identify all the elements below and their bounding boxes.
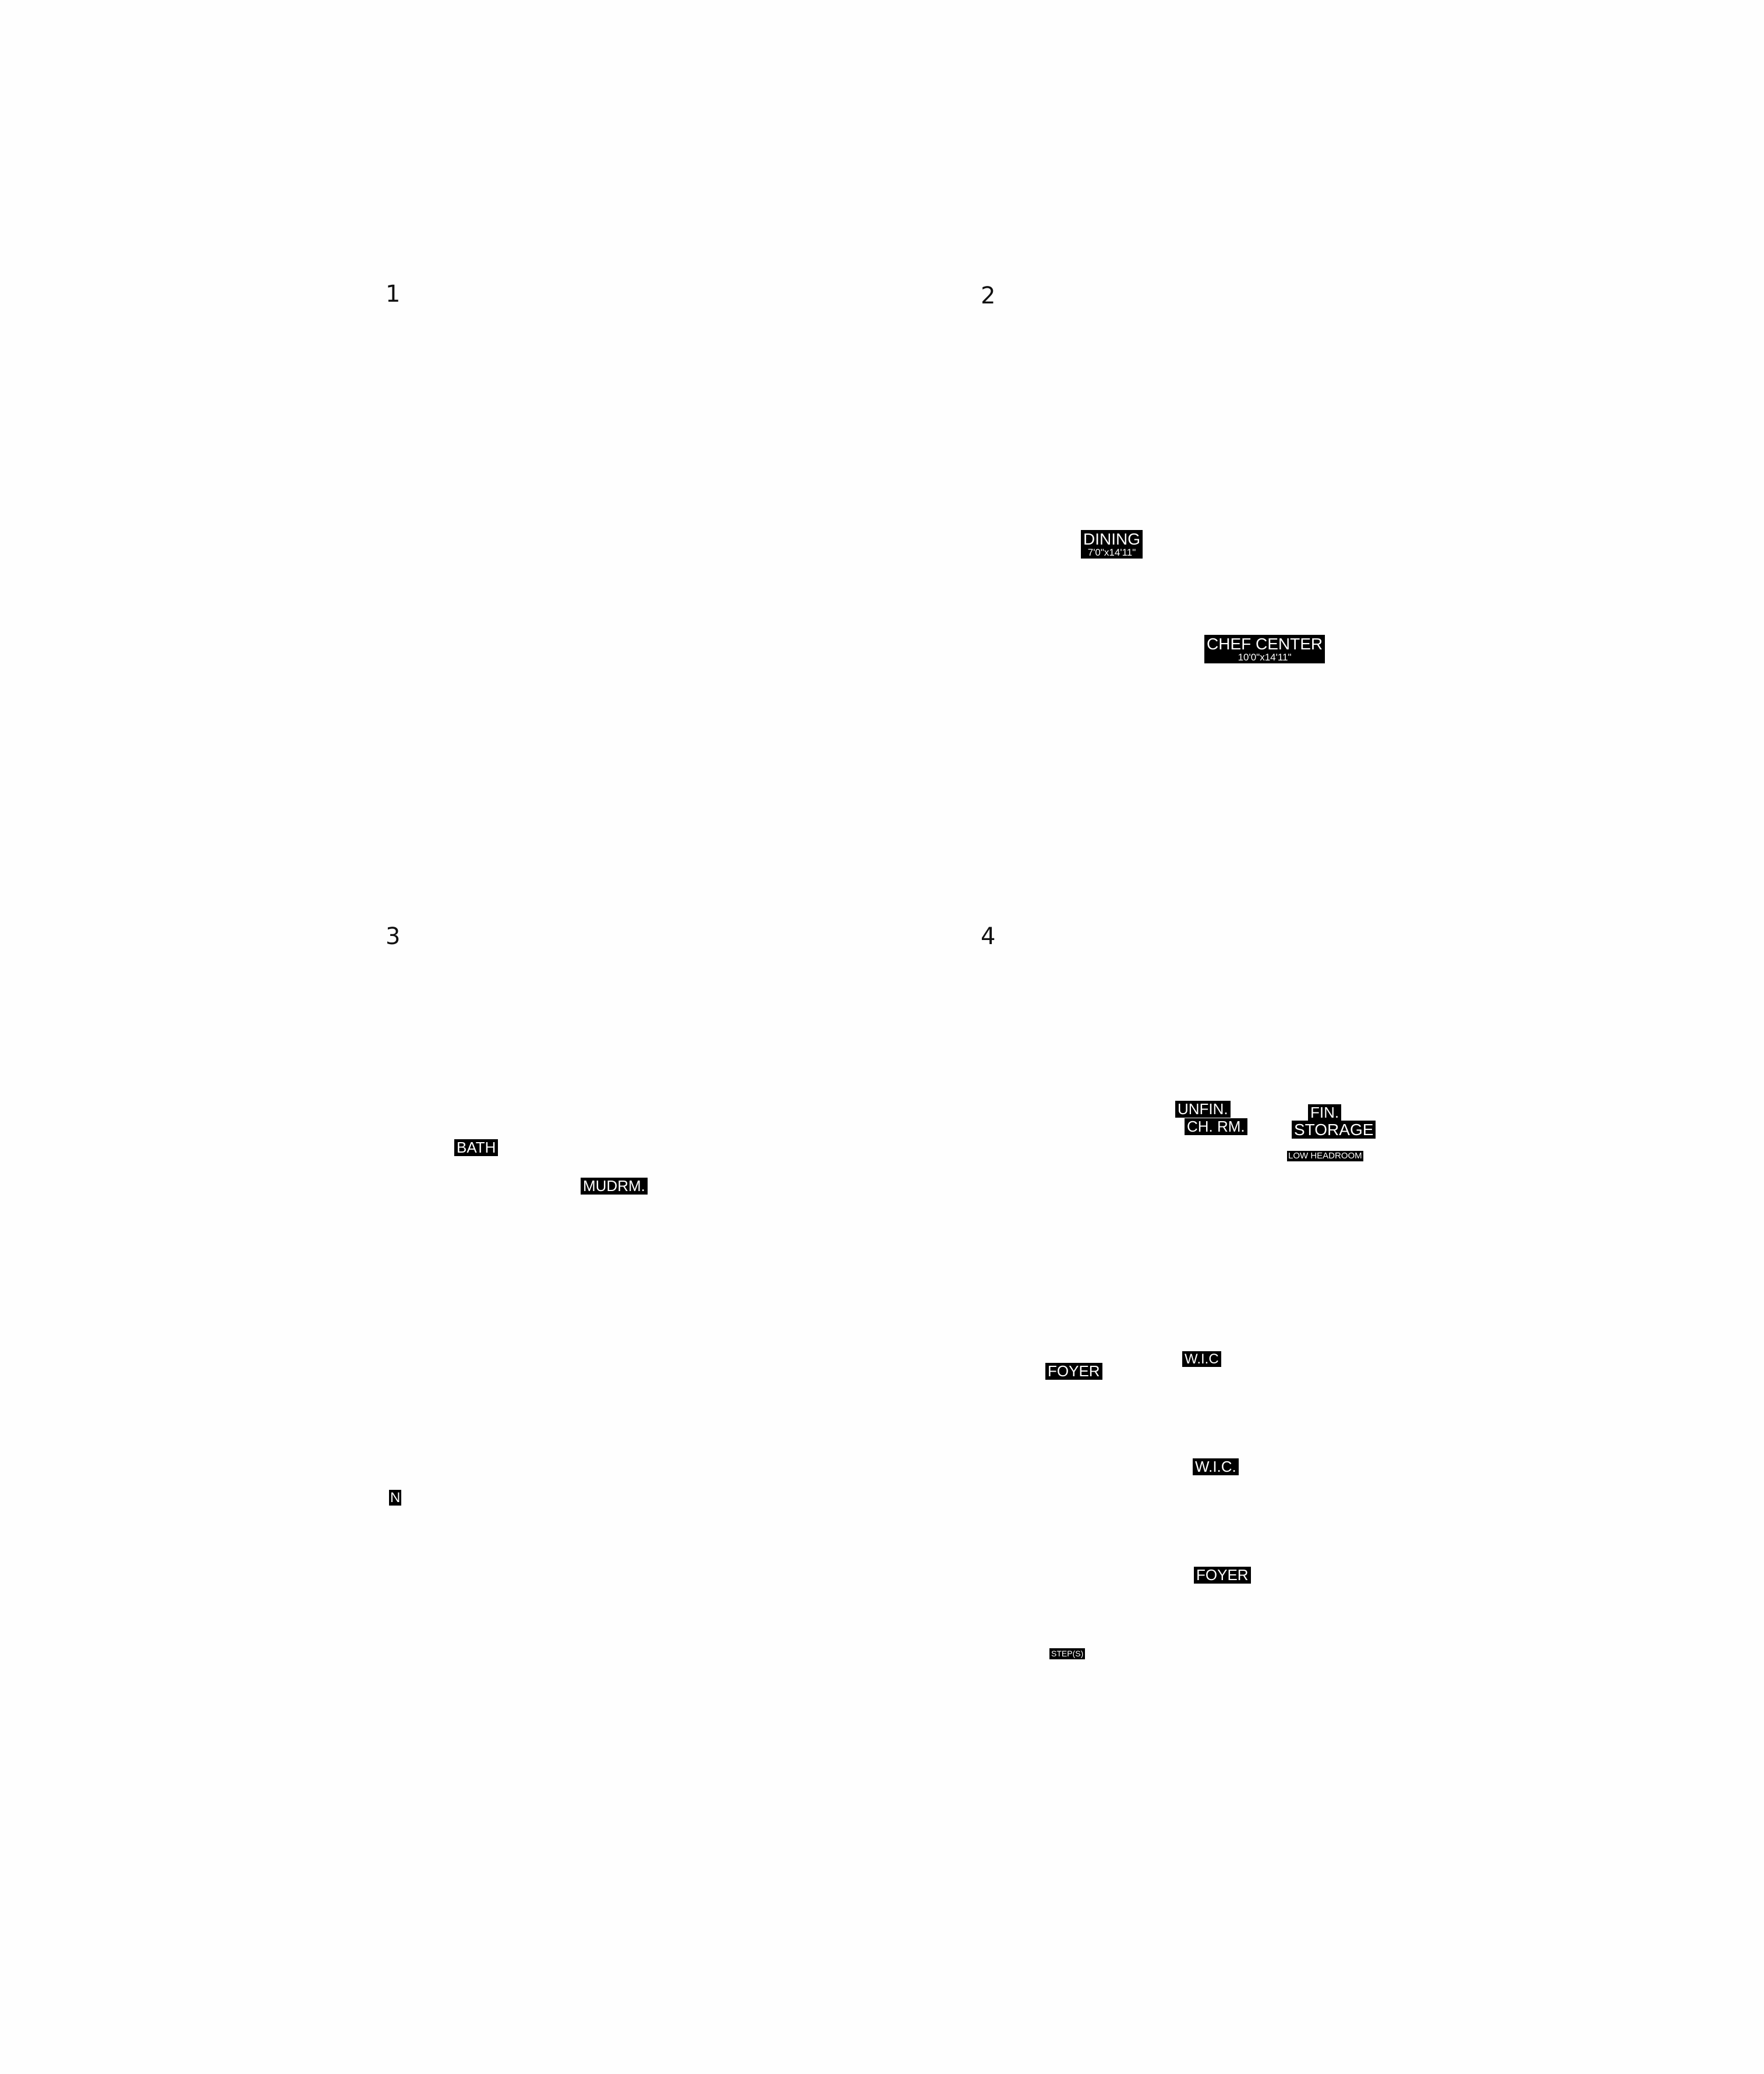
panel-number-2: 2 bbox=[981, 282, 996, 309]
room-label-low-headroom: LOW HEADROOM bbox=[1287, 1151, 1363, 1161]
panel-number-4: 4 bbox=[981, 923, 996, 950]
room-dimensions: 10'0"x14'11" bbox=[1238, 652, 1292, 663]
panel-number-3: 3 bbox=[386, 923, 401, 950]
room-label-unfinished-line1: UNFIN. bbox=[1175, 1101, 1231, 1118]
room-dimensions: 7'0"x14'11" bbox=[1087, 547, 1136, 559]
room-label-dining: DINING 7'0"x14'11" bbox=[1081, 530, 1143, 559]
room-name: N bbox=[390, 1490, 401, 1506]
room-name: CHEF CENTER bbox=[1207, 635, 1323, 653]
room-name: FIN. bbox=[1310, 1104, 1339, 1121]
room-label-bath: BATH bbox=[454, 1139, 499, 1157]
room-label-foyer-lower: FOYER bbox=[1194, 1567, 1251, 1584]
room-label-mudroom: MUDRM. bbox=[581, 1178, 648, 1195]
room-label-edge-fragment: N bbox=[389, 1490, 402, 1506]
room-name: STEP(S) bbox=[1051, 1649, 1084, 1658]
room-label-fin-storage-line2: STORAGE bbox=[1292, 1121, 1376, 1139]
room-name: CH. RM. bbox=[1187, 1118, 1245, 1135]
room-label-steps: STEP(S) bbox=[1049, 1648, 1086, 1659]
room-label-wic-upper: W.I.C bbox=[1182, 1351, 1221, 1368]
room-name: UNFIN. bbox=[1178, 1100, 1228, 1118]
room-name: W.I.C bbox=[1185, 1351, 1219, 1367]
room-name: DINING bbox=[1083, 530, 1140, 548]
room-label-foyer-upper: FOYER bbox=[1045, 1363, 1102, 1380]
room-label-wic-lower: W.I.C. bbox=[1193, 1458, 1239, 1476]
room-label-chef-center: CHEF CENTER 10'0"x14'11" bbox=[1204, 635, 1325, 664]
room-name: FOYER bbox=[1048, 1362, 1100, 1380]
room-label-fin-storage-line1: FIN. bbox=[1308, 1104, 1342, 1122]
room-name: LOW HEADROOM bbox=[1288, 1151, 1362, 1161]
room-name: STORAGE bbox=[1294, 1121, 1374, 1139]
room-label-unfinished-line2: CH. RM. bbox=[1185, 1118, 1247, 1136]
room-name: FOYER bbox=[1196, 1566, 1249, 1584]
room-name: BATH bbox=[457, 1139, 496, 1156]
room-name: W.I.C. bbox=[1195, 1458, 1236, 1475]
room-name: MUDRM. bbox=[583, 1177, 645, 1195]
panel-number-1: 1 bbox=[386, 281, 401, 308]
